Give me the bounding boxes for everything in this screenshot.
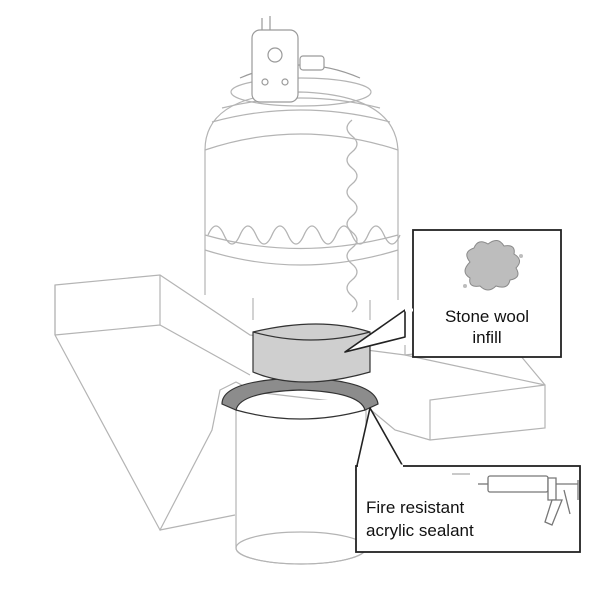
stone-wool-collar bbox=[252, 323, 371, 383]
upper-vessel bbox=[204, 77, 399, 320]
sealant-label-line-2: acrylic sealant bbox=[366, 521, 474, 540]
lower-pipe bbox=[235, 400, 367, 565]
sealant-label-line-1: Fire resistant bbox=[366, 498, 465, 517]
coil bbox=[207, 119, 401, 313]
sealant-callout: Fire resistant acrylic sealant bbox=[355, 407, 581, 553]
caulking-gun-icon bbox=[452, 473, 579, 526]
pressure-gauge-icon bbox=[239, 16, 361, 103]
sealant-ring bbox=[221, 377, 379, 420]
infill-label-line-1: Stone wool bbox=[445, 307, 529, 326]
infill-callout: Stone wool infill bbox=[344, 229, 562, 358]
infill-label-line-2: infill bbox=[472, 328, 501, 347]
stone-wool-icon bbox=[463, 240, 523, 291]
